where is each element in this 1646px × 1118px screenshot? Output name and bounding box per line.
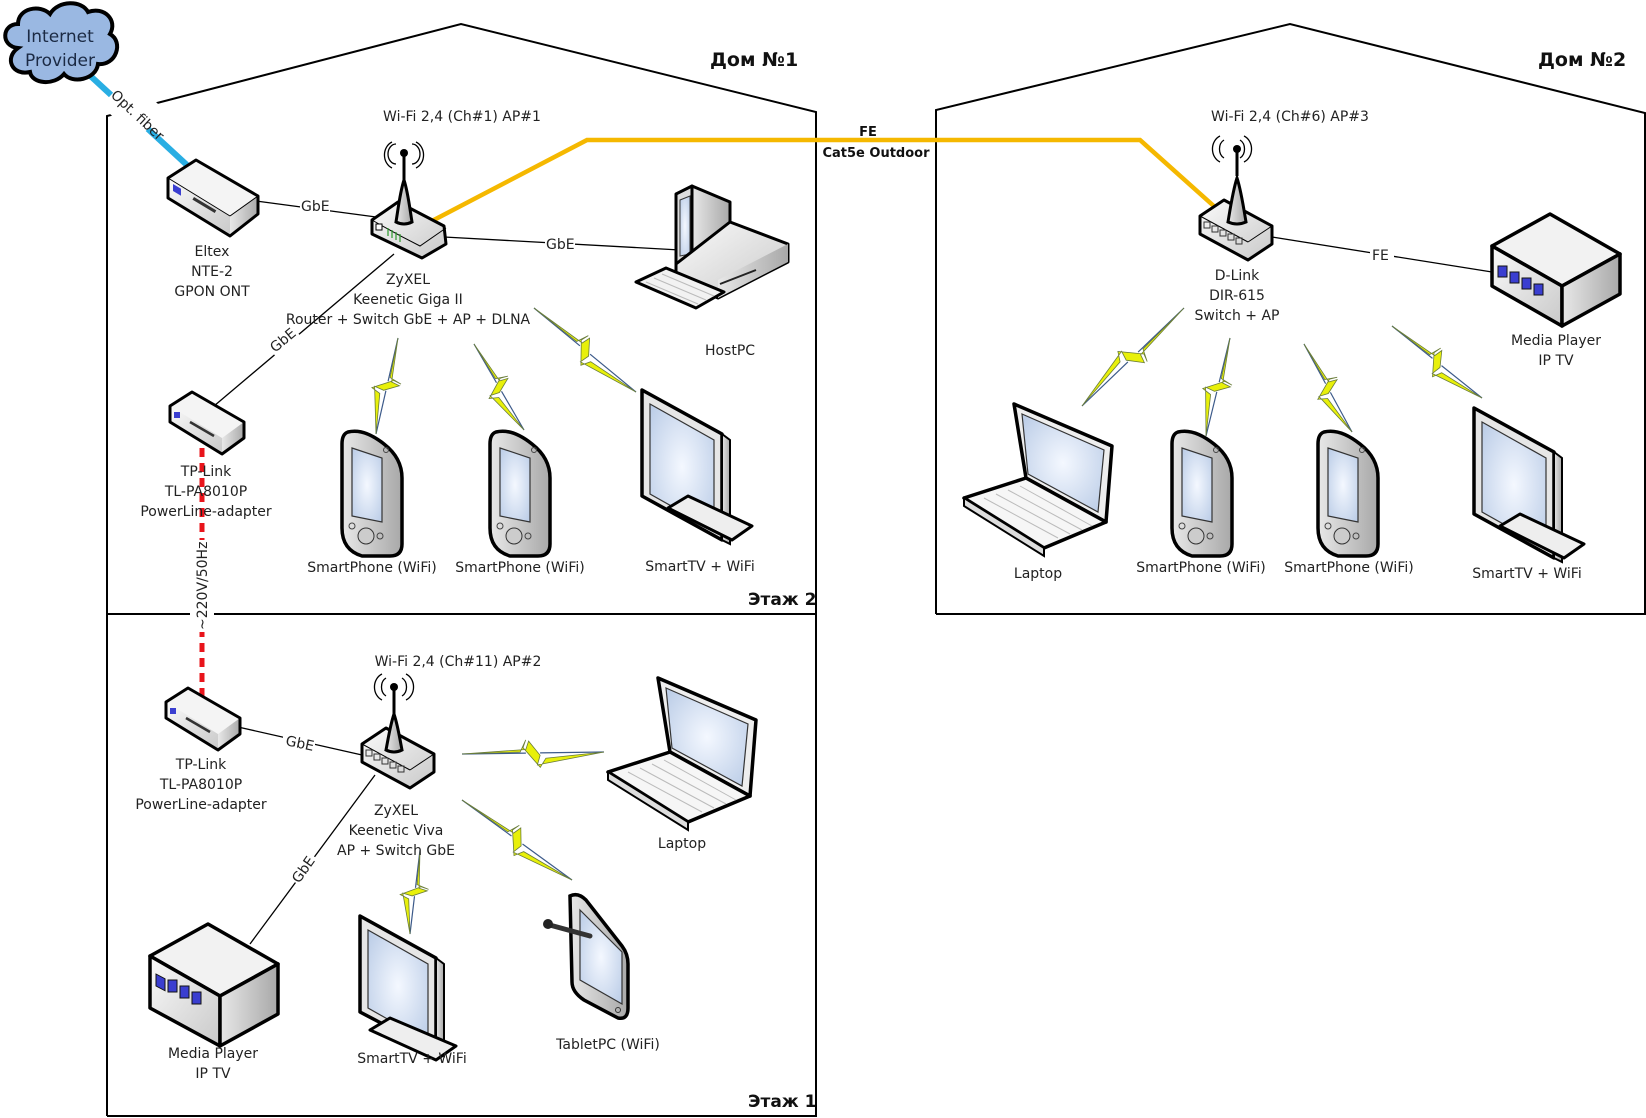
wifi-link-line <box>461 751 605 755</box>
floor-1-label: Этаж 1 <box>748 1092 816 1112</box>
router2-label-1: ZyXEL <box>374 803 418 819</box>
ont-label-1: Eltex <box>195 244 230 260</box>
wifi-link-line <box>409 849 421 935</box>
media1-label-1: Media Player <box>168 1046 258 1062</box>
plc1-label-2: TL-PA8010P <box>164 484 247 500</box>
wifi-signal-icon <box>461 799 573 881</box>
cloud-label-1: Internet <box>26 27 94 47</box>
tablet-device[interactable] <box>543 892 630 1021</box>
link-plc-viva-label: GbE <box>284 733 315 755</box>
hostpc-label: HostPC <box>705 343 755 359</box>
tv3-label: SmartTV + WiFi <box>1472 566 1581 582</box>
laptop-device-2[interactable] <box>962 402 1114 558</box>
house-1-outline <box>106 22 817 1117</box>
smarttv-device-2[interactable] <box>358 914 458 1062</box>
link-router-pc-label: GbE <box>546 237 575 253</box>
media-player-1[interactable] <box>148 922 280 1048</box>
smartphone-device-2[interactable] <box>488 429 552 558</box>
router2-label-2: Keenetic Viva <box>349 823 444 839</box>
tablet-label: TabletPC (WiFi) <box>555 1037 660 1053</box>
wifi-signal-icon <box>399 849 429 935</box>
house-2-title: Дом №2 <box>1538 49 1626 71</box>
laptop-device-1[interactable] <box>606 676 758 832</box>
link-dlink-media-label: FE <box>1372 248 1389 264</box>
wifi-link-line <box>375 337 399 435</box>
router1-label-3: Router + Switch GbE + AP + DLNA <box>286 312 531 328</box>
phone4-label: SmartPhone (WiFi) <box>1284 560 1413 576</box>
wifi-link-line <box>461 799 573 881</box>
wifi-signal-icon <box>533 307 637 393</box>
powerline-label: ~220V/50Hz <box>195 542 211 630</box>
router-dlink[interactable] <box>1198 135 1274 262</box>
plc1-label-1: TP-Link <box>180 464 232 480</box>
link-router-plc <box>213 253 395 407</box>
house-2-outline <box>935 22 1646 615</box>
media2-label-1: Media Player <box>1511 333 1601 349</box>
wifi-signal-icon <box>1081 307 1185 407</box>
wifi-link-line <box>473 343 525 431</box>
outdoor-label-1: FE <box>859 125 877 140</box>
phone1-label: SmartPhone (WiFi) <box>307 560 436 576</box>
smartphone-device-3[interactable] <box>1170 429 1234 558</box>
floor-2-label: Этаж 2 <box>748 590 816 610</box>
hostpc-device[interactable] <box>634 184 790 310</box>
cloud-label-2: Provider <box>25 51 95 71</box>
outdoor-label-2: Cat5e Outdoor <box>822 146 930 161</box>
wifi-signal-icon <box>371 337 402 435</box>
wifi-signal-icon <box>473 343 525 431</box>
plc-adapter-2[interactable] <box>164 686 242 752</box>
ont-label-2: NTE-2 <box>191 264 233 280</box>
wifi-link-line <box>533 307 637 393</box>
plc1-label-3: PowerLine-adapter <box>140 504 272 520</box>
wifi-link-line <box>1081 307 1185 407</box>
router-keenetic-viva[interactable] <box>360 673 436 790</box>
tv2-label: SmartTV + WiFi <box>357 1051 466 1067</box>
wifi-signal-icon <box>1201 337 1233 437</box>
plc2-label-1: TP-Link <box>175 757 227 773</box>
router-keenetic-giga[interactable] <box>370 141 448 260</box>
media-player-2[interactable] <box>1490 212 1622 328</box>
wifi-links <box>371 307 1483 935</box>
ont-label-3: GPON ONT <box>174 284 250 300</box>
internet-cloud: Internet Provider <box>3 1 120 84</box>
wifi-signal-icon <box>1303 343 1353 433</box>
wifi-link-line <box>1391 325 1483 399</box>
router3-label-1: D-Link <box>1215 268 1260 284</box>
media2-label-2: IP TV <box>1538 353 1574 369</box>
phone3-label: SmartPhone (WiFi) <box>1136 560 1265 576</box>
smartphone-device-4[interactable] <box>1316 429 1380 558</box>
smarttv-device-1[interactable] <box>640 388 754 546</box>
laptop2-label: Laptop <box>1014 566 1062 582</box>
media1-label-2: IP TV <box>195 1066 231 1082</box>
wifi-signal-icon <box>1391 325 1483 399</box>
wifi-ap2-label: Wi-Fi 2,4 (Ch#11) AP#2 <box>375 654 542 670</box>
router1-label-2: Keenetic Giga II <box>353 292 463 308</box>
ont-device[interactable] <box>166 158 260 238</box>
router3-label-3: Switch + AP <box>1195 308 1280 324</box>
wifi-link-line <box>1205 337 1231 437</box>
wifi-signal-icon <box>461 739 605 768</box>
smarttv-device-3[interactable] <box>1472 406 1586 564</box>
cloud-icon <box>3 1 120 84</box>
wifi-ap1-label: Wi-Fi 2,4 (Ch#1) AP#1 <box>383 109 541 125</box>
outdoor-cable <box>428 137 1218 224</box>
plc2-label-2: TL-PA8010P <box>159 777 242 793</box>
router3-label-2: DIR-615 <box>1209 288 1265 304</box>
wifi-link-line <box>1303 343 1353 433</box>
tv1-label: SmartTV + WiFi <box>645 559 754 575</box>
laptop1-label: Laptop <box>658 836 706 852</box>
plc-adapter-1[interactable] <box>168 390 246 456</box>
link-ont-router-label: GbE <box>301 199 330 215</box>
plc2-label-3: PowerLine-adapter <box>135 797 267 813</box>
wifi-ap3-label: Wi-Fi 2,4 (Ch#6) AP#3 <box>1211 109 1369 125</box>
router2-label-3: AP + Switch GbE <box>337 843 455 859</box>
house-1-title: Дом №1 <box>710 49 798 71</box>
smartphone-device-1[interactable] <box>340 429 404 558</box>
phone2-label: SmartPhone (WiFi) <box>455 560 584 576</box>
router1-label-1: ZyXEL <box>386 272 430 288</box>
